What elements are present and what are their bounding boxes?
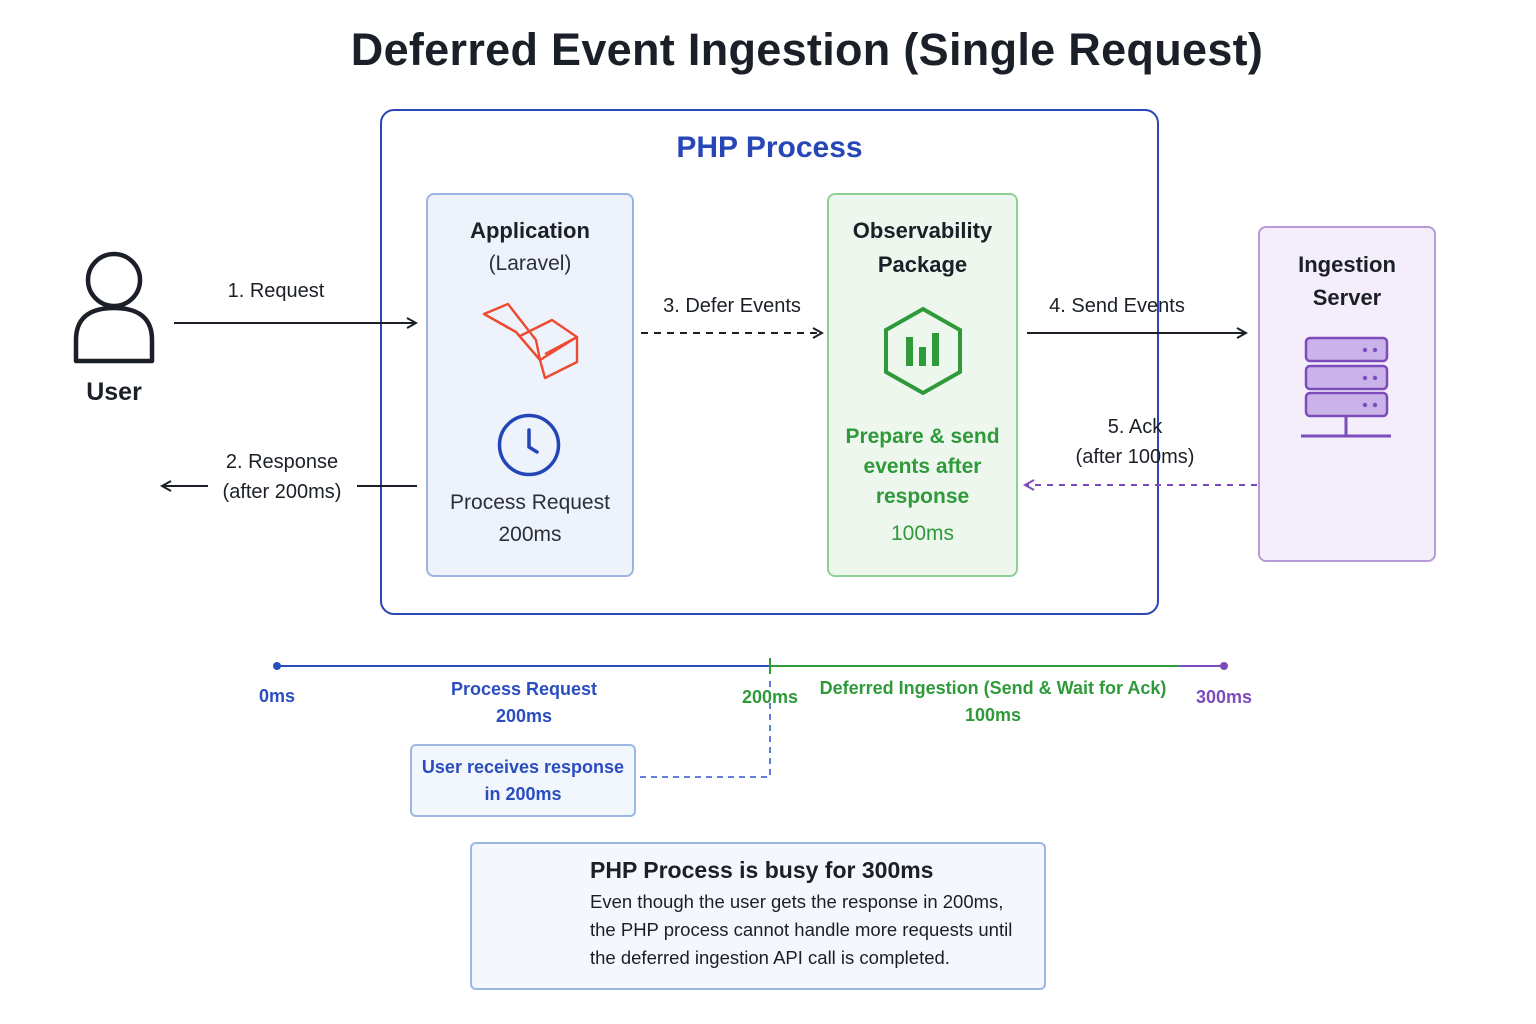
response-note-box — [410, 744, 636, 817]
php-process-frame — [380, 109, 1159, 615]
process-request-time: 200ms — [498, 523, 562, 546]
timeline-phase1-label: Process Request — [450, 679, 598, 699]
observability-title-line2: Package — [877, 252, 968, 277]
application-subtitle: (Laravel) — [488, 252, 572, 275]
timeline — [273, 658, 1228, 778]
application-card — [426, 193, 634, 577]
defer-events-label: 3. Defer Events — [663, 295, 801, 317]
timeline-phase1-time: 200ms — [495, 706, 553, 726]
busy-note-body: Even though the user gets the response i… — [590, 888, 1030, 972]
observability-card — [827, 193, 1018, 577]
timeline-mid-label: 200ms — [741, 687, 799, 707]
server-icon — [1301, 336, 1391, 438]
ack-label-line2: (after 100ms) — [1075, 446, 1195, 468]
observability-title-line1: Observability — [852, 218, 993, 243]
timeline-phase2-time: 100ms — [964, 705, 1022, 725]
laravel-logo-icon — [482, 302, 579, 380]
observability-desc-line2: events after — [863, 455, 982, 478]
response-note-line2: in 200ms — [484, 784, 562, 804]
observability-desc-line1: Prepare & send — [845, 425, 1000, 448]
response-note-line1: User receives response — [421, 757, 625, 777]
busy-note-line3: the deferred ingestion API call is compl… — [590, 947, 950, 968]
request-label: 1. Request — [227, 280, 325, 302]
observability-desc-line3: response — [875, 485, 970, 508]
busy-note-heading: PHP Process is busy for 300ms — [590, 857, 934, 883]
server-title-line2: Server — [1312, 285, 1382, 310]
response-label-line1: 2. Response — [225, 451, 339, 473]
timeline-start-label: 0ms — [258, 686, 296, 706]
application-title: Application — [470, 218, 590, 243]
process-request-label: Process Request — [450, 491, 610, 514]
response-label-line2: (after 200ms) — [222, 481, 342, 503]
php-process-label: PHP Process — [676, 131, 863, 164]
user-label: User — [86, 378, 142, 406]
timeline-end-label: 300ms — [1195, 687, 1253, 707]
busy-note-box — [470, 842, 1046, 990]
server-title-line1: Ingestion — [1298, 252, 1396, 277]
timeline-phase2-label: Deferred Ingestion (Send & Wait for Ack) — [819, 678, 1167, 698]
busy-note-line2: the PHP process cannot handle more reque… — [590, 919, 1013, 940]
observability-time: 100ms — [890, 522, 955, 545]
clock-icon — [497, 413, 561, 477]
ack-label-line1: 5. Ack — [1107, 416, 1163, 438]
busy-note-line1: Even though the user gets the response i… — [590, 891, 1004, 912]
user-icon — [73, 251, 155, 364]
send-events-label: 4. Send Events — [1049, 295, 1185, 317]
diagram-title: Deferred Event Ingestion (Single Request… — [350, 24, 1264, 75]
observability-logo-icon — [884, 306, 962, 396]
